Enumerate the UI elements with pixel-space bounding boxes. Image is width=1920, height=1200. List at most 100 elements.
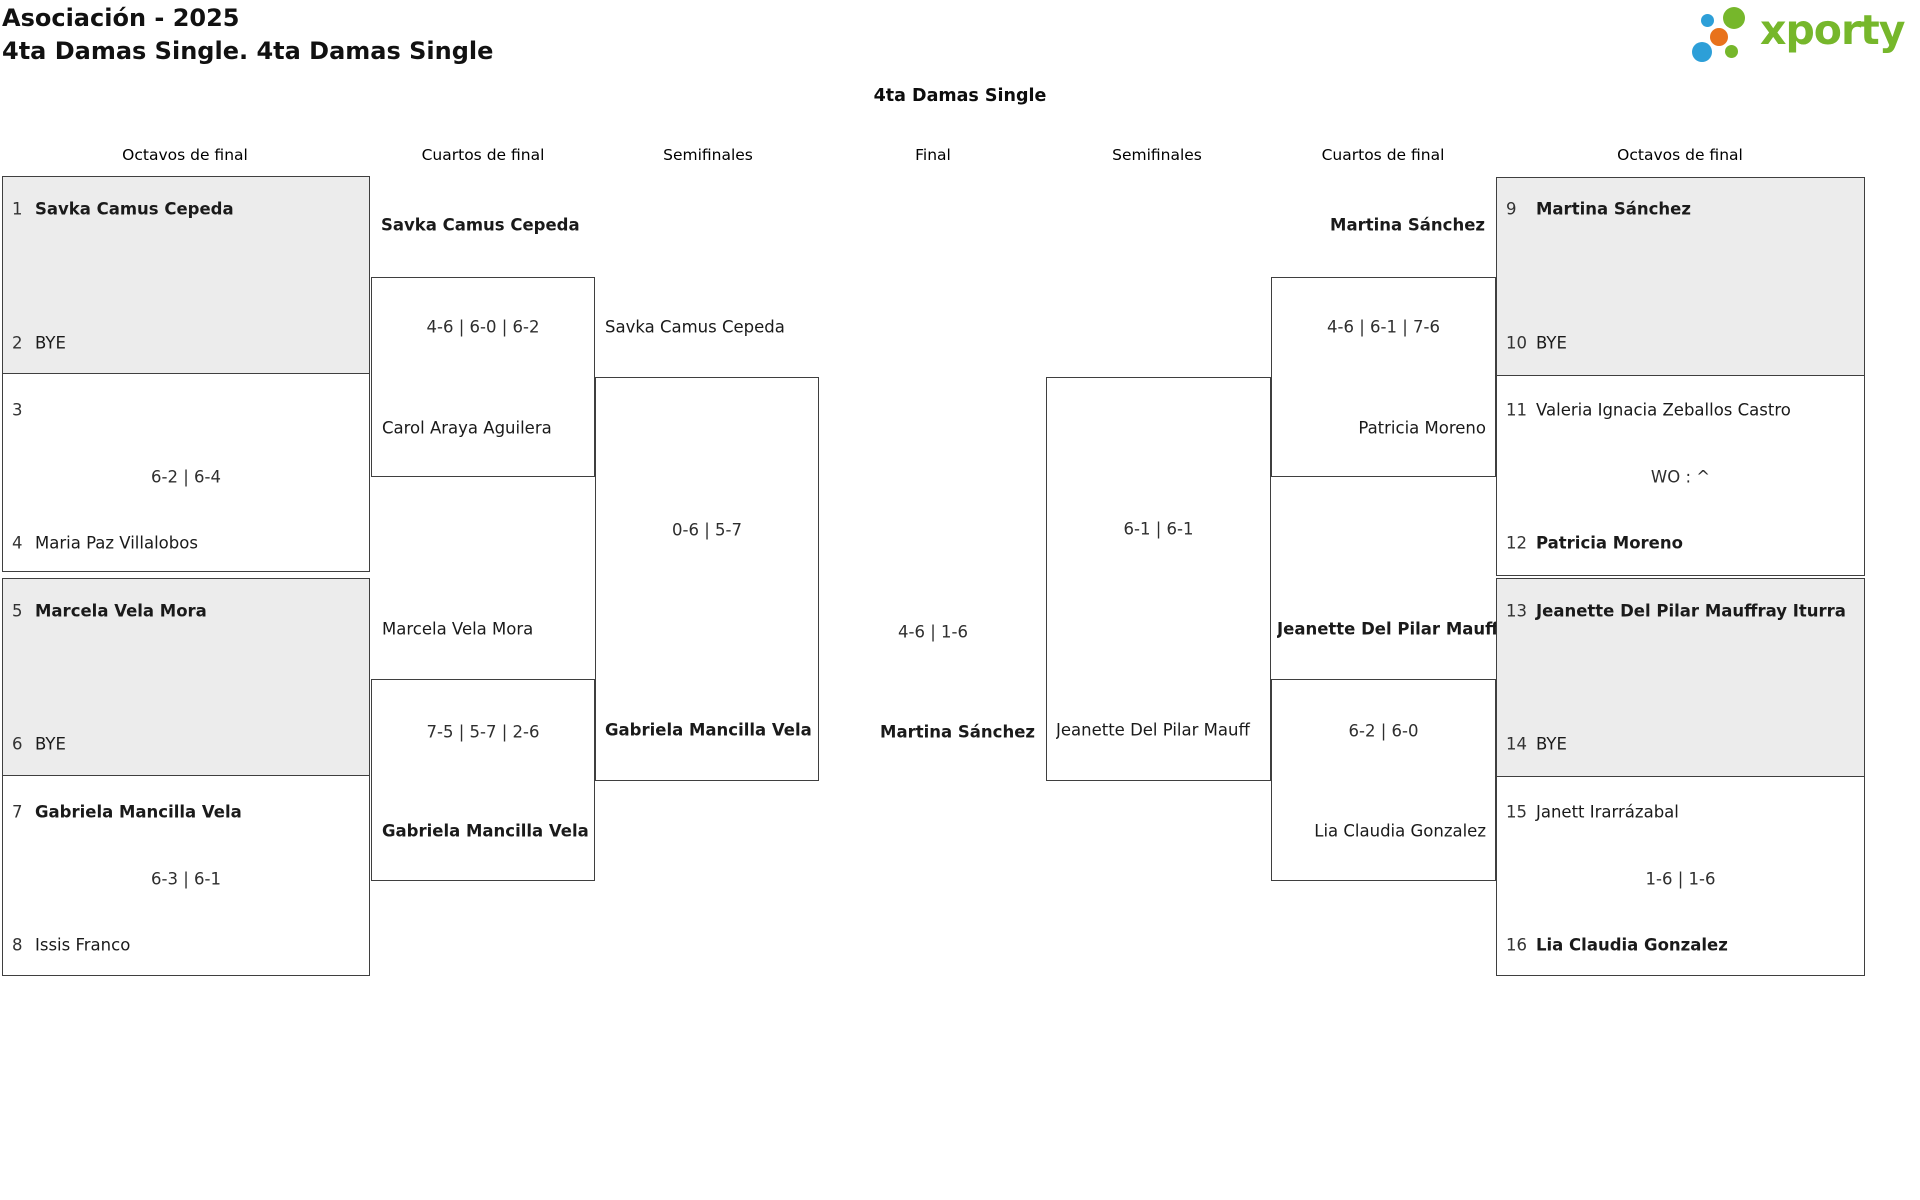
- match-score-cuartos-left-2: 7-5 | 5-7 | 2-6: [426, 722, 540, 742]
- player-row-seed-13: 13 Jeanette Del Pilar Mauffray Iturra: [1506, 602, 1846, 621]
- match-box-semifinal-left: [595, 377, 819, 781]
- round-header-cuartos-right: Cuartos de final: [1321, 146, 1445, 164]
- logo-dot-blue-large: [1692, 42, 1712, 62]
- advancing-player-cuartos-left-1-top: Savka Camus Cepeda: [381, 215, 580, 235]
- seed-number: 4: [12, 533, 23, 553]
- player-row-seed-10: 10 BYE: [1506, 334, 1567, 353]
- player-row-seed-5: 5 Marcela Vela Mora: [12, 602, 207, 621]
- match-box-cuartos-right-1: [1271, 277, 1496, 477]
- seed-number: 15: [1506, 802, 1527, 822]
- category-subtitle: 4ta Damas Single. 4ta Damas Single: [2, 37, 494, 65]
- round-header-cuartos-left: Cuartos de final: [421, 146, 545, 164]
- seed-number: 9: [1506, 199, 1517, 219]
- match-score-octavos-left-2: 6-2 | 6-4: [151, 467, 221, 487]
- player-name: Patricia Moreno: [1536, 533, 1683, 553]
- round-header-semis-left: Semifinales: [663, 146, 753, 164]
- advancing-player-semifinal-left-top: Savka Camus Cepeda: [605, 317, 785, 337]
- xporty-logo[interactable]: xporty: [1690, 4, 1918, 70]
- player-row-seed-6: 6 BYE: [12, 735, 66, 754]
- round-header-octavos-left: Octavos de final: [122, 146, 248, 164]
- player-name: Maria Paz Villalobos: [35, 533, 198, 553]
- player-row-seed-7: 7 Gabriela Mancilla Vela: [12, 803, 242, 822]
- player-row-seed-8: 8 Issis Franco: [12, 936, 130, 955]
- advancing-player-cuartos-right-2-top: Jeanette Del Pilar Mauff: [1277, 619, 1496, 639]
- player-row-seed-3: 3: [12, 401, 35, 420]
- match-box-semifinal-right: [1046, 377, 1271, 781]
- advancing-player-cuartos-right-1-bottom: Patricia Moreno: [1358, 418, 1486, 438]
- match-score-octavos-left-4: 6-3 | 6-1: [151, 869, 221, 889]
- seed-number: 13: [1506, 601, 1527, 621]
- logo-dot-green-small: [1725, 45, 1738, 58]
- player-name: BYE: [1536, 734, 1567, 754]
- tournament-winner-name: Martina Sánchez: [880, 722, 1035, 742]
- round-header-semis-right: Semifinales: [1112, 146, 1202, 164]
- seed-number: 7: [12, 802, 23, 822]
- seed-number: 5: [12, 601, 23, 621]
- logo-dot-blue-small: [1701, 14, 1714, 27]
- seed-number: 6: [12, 734, 23, 754]
- match-box-octavos-right-1: [1496, 177, 1865, 376]
- match-box-octavos-left-2: [2, 373, 370, 572]
- player-row-seed-14: 14 BYE: [1506, 735, 1567, 754]
- seed-number: 10: [1506, 333, 1527, 353]
- match-score-cuartos-right-2: 6-2 | 6-0: [1348, 721, 1419, 741]
- player-name: Janett Irarrázabal: [1536, 802, 1679, 822]
- advancing-player-cuartos-left-2-bottom: Gabriela Mancilla Vela: [382, 821, 589, 841]
- logo-dot-green-large: [1723, 7, 1745, 29]
- player-name: Martina Sánchez: [1536, 199, 1691, 219]
- player-name: Issis Franco: [35, 935, 131, 955]
- player-name: Savka Camus Cepeda: [35, 199, 234, 219]
- player-name: BYE: [1536, 333, 1567, 353]
- match-score-semifinal-right: 6-1 | 6-1: [1123, 519, 1194, 539]
- match-box-octavos-right-3: [1496, 578, 1865, 777]
- seed-number: 14: [1506, 734, 1527, 754]
- match-score-octavos-right-2: WO : ^: [1650, 467, 1711, 487]
- seed-number: 8: [12, 935, 23, 955]
- advancing-player-semifinal-right-bottom: Jeanette Del Pilar Mauff: [1056, 720, 1250, 740]
- match-score-cuartos-left-1: 4-6 | 6-0 | 6-2: [426, 317, 540, 337]
- seed-number: 2: [12, 333, 23, 353]
- match-box-cuartos-left-2: [371, 679, 595, 881]
- advancing-player-cuartos-right-2-bottom: Lia Claudia Gonzalez: [1314, 821, 1486, 841]
- player-name: BYE: [35, 734, 66, 754]
- advancing-player-cuartos-right-1-top: Martina Sánchez: [1330, 215, 1485, 235]
- seed-number: 3: [12, 400, 23, 420]
- advancing-player-semifinal-left-bottom: Gabriela Mancilla Vela: [605, 720, 812, 740]
- player-row-seed-16: 16 Lia Claudia Gonzalez: [1506, 936, 1728, 955]
- round-header-octavos-right: Octavos de final: [1617, 146, 1743, 164]
- round-header-final: Final: [915, 146, 951, 164]
- match-score-semifinal-left: 0-6 | 5-7: [672, 520, 742, 540]
- player-name: Valeria Ignacia Zeballos Castro: [1536, 400, 1791, 420]
- player-row-seed-11: 11 Valeria Ignacia Zeballos Castro: [1506, 401, 1791, 420]
- match-box-octavos-left-4: [2, 775, 370, 976]
- player-name: Lia Claudia Gonzalez: [1536, 935, 1728, 955]
- bracket-title: 4ta Damas Single: [873, 86, 1047, 106]
- seed-number: 12: [1506, 533, 1527, 553]
- player-name: Jeanette Del Pilar Mauffray Iturra: [1536, 601, 1846, 621]
- match-box-cuartos-right-2: [1271, 679, 1496, 881]
- match-score-octavos-right-4: 1-6 | 1-6: [1645, 869, 1716, 889]
- match-box-octavos-right-2: [1496, 375, 1865, 576]
- match-score-cuartos-right-1: 4-6 | 6-1 | 7-6: [1327, 317, 1440, 337]
- logo-wordmark: xporty: [1760, 6, 1906, 54]
- player-row-seed-15: 15 Janett Irarrázabal: [1506, 803, 1679, 822]
- logo-dot-orange: [1710, 28, 1728, 46]
- match-box-octavos-right-4: [1496, 776, 1865, 976]
- player-name: Gabriela Mancilla Vela: [35, 802, 242, 822]
- player-row-seed-2: 2 BYE: [12, 334, 66, 353]
- player-row-seed-1: 1 Savka Camus Cepeda: [12, 200, 234, 219]
- seed-number: 11: [1506, 400, 1527, 420]
- match-box-cuartos-left-1: [371, 277, 595, 477]
- player-name: BYE: [35, 333, 66, 353]
- player-row-seed-12: 12 Patricia Moreno: [1506, 534, 1683, 553]
- match-box-octavos-left-1: [2, 176, 370, 374]
- player-name: Marcela Vela Mora: [35, 601, 207, 621]
- player-row-seed-9: 9 Martina Sánchez: [1506, 200, 1691, 219]
- advancing-player-cuartos-left-2-top: Marcela Vela Mora: [382, 619, 534, 639]
- seed-number: 1: [12, 199, 23, 219]
- seed-number: 16: [1506, 935, 1527, 955]
- match-score-final: 4-6 | 1-6: [898, 622, 968, 642]
- player-row-seed-4: 4 Maria Paz Villalobos: [12, 534, 198, 553]
- match-box-octavos-left-3: [2, 578, 370, 776]
